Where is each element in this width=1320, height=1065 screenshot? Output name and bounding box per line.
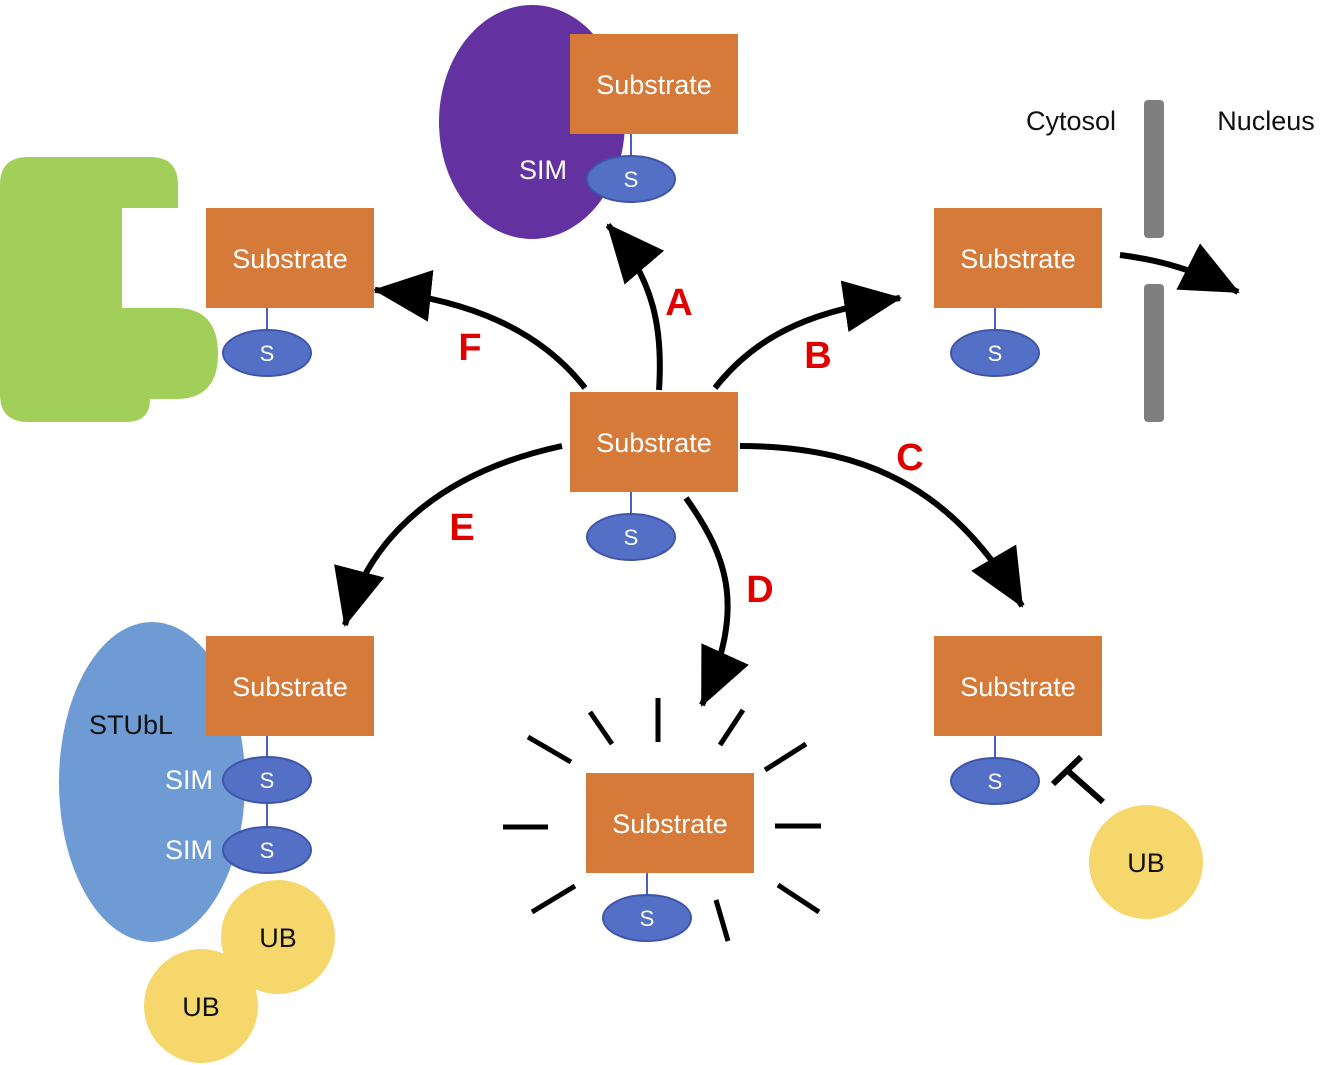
ub-label: UB [1127, 848, 1165, 878]
nuclear-envelope-lower [1144, 284, 1164, 422]
sumo-tag [222, 329, 312, 377]
activity-burst-lines [503, 698, 821, 942]
arrow-d [683, 496, 749, 707]
binding-partner-protein [0, 157, 218, 422]
pathway-arrows [334, 223, 1240, 707]
pathway-label-c: C [896, 437, 923, 479]
outcome-d-altered-activity: Substrate S [503, 698, 821, 942]
arrow-c [739, 443, 1025, 608]
pathway-label-f: F [458, 327, 481, 369]
outcome-a-sim-binding: SIM Substrate S [439, 5, 738, 239]
substrate-box [570, 392, 738, 492]
substrate-label: Substrate [612, 809, 728, 839]
sumo-label: S [260, 838, 275, 863]
sumo-tag [950, 329, 1040, 377]
arrow-a [605, 223, 665, 391]
pathway-label-e: E [449, 507, 474, 549]
sumo-label: S [988, 769, 1003, 794]
sumo-tag [586, 513, 676, 561]
ubiquitin-2 [144, 949, 258, 1063]
sumo-label: S [260, 768, 275, 793]
arrow-f [373, 270, 588, 390]
substrate-box [206, 208, 374, 308]
sumo-tag [602, 894, 692, 942]
sumo-tag-2 [222, 826, 312, 874]
inhibition-bar [1050, 754, 1084, 787]
arrow-e [334, 443, 563, 627]
pathway-label-d: D [746, 569, 773, 611]
substrate-label: Substrate [232, 244, 348, 274]
sumo-label: S [988, 341, 1003, 366]
cytosol-label: Cytosol [1026, 106, 1116, 136]
inhibition-stem [1066, 768, 1105, 805]
arrow-nuclear-import [1119, 243, 1240, 295]
nuclear-envelope-upper [1144, 100, 1164, 238]
ubiquitin [1089, 805, 1203, 919]
outcome-f-partner-binding: Substrate S [0, 157, 374, 422]
center-sumoylated-substrate: Substrate S [570, 392, 738, 561]
outcome-e-stubl-ubiquitination: STUbL SIM SIM Substrate S S UB UB [59, 622, 374, 1063]
arrow-b [712, 280, 902, 390]
stubl-label: STUbL [89, 710, 173, 740]
sim-label-2: SIM [165, 835, 213, 865]
substrate-box [570, 34, 738, 134]
substrate-box [206, 636, 374, 736]
outcome-c-ubiquitin-blocked: Substrate S UB [934, 636, 1203, 919]
stubl-protein [59, 622, 245, 942]
sim-label: SIM [519, 155, 567, 185]
substrate-label: Substrate [960, 244, 1076, 274]
substrate-box [586, 773, 754, 873]
pathway-label-a: A [665, 282, 692, 324]
sim-label-1: SIM [165, 765, 213, 795]
sumo-label: S [640, 906, 655, 931]
substrate-label: Substrate [596, 428, 712, 458]
substrate-label: Substrate [596, 70, 712, 100]
substrate-box [934, 208, 1102, 308]
substrate-label: Substrate [960, 672, 1076, 702]
substrate-label: Substrate [232, 672, 348, 702]
ub-label-2: UB [182, 992, 220, 1022]
sumo-label: S [624, 525, 639, 550]
sumo-tag-1 [222, 756, 312, 804]
pathway-letters: A B C D E F [449, 282, 923, 611]
sumo-tag [950, 757, 1040, 805]
nucleus-label: Nucleus [1217, 106, 1315, 136]
sumo-tag [586, 155, 676, 203]
sumo-label: S [260, 341, 275, 366]
ub-label-1: UB [259, 923, 297, 953]
ubiquitin-1 [221, 880, 335, 994]
sumo-label: S [624, 167, 639, 192]
outcome-b-nuclear-translocation: Cytosol Nucleus Substrate S [934, 100, 1315, 422]
substrate-box [934, 636, 1102, 736]
pathway-label-b: B [804, 335, 831, 377]
